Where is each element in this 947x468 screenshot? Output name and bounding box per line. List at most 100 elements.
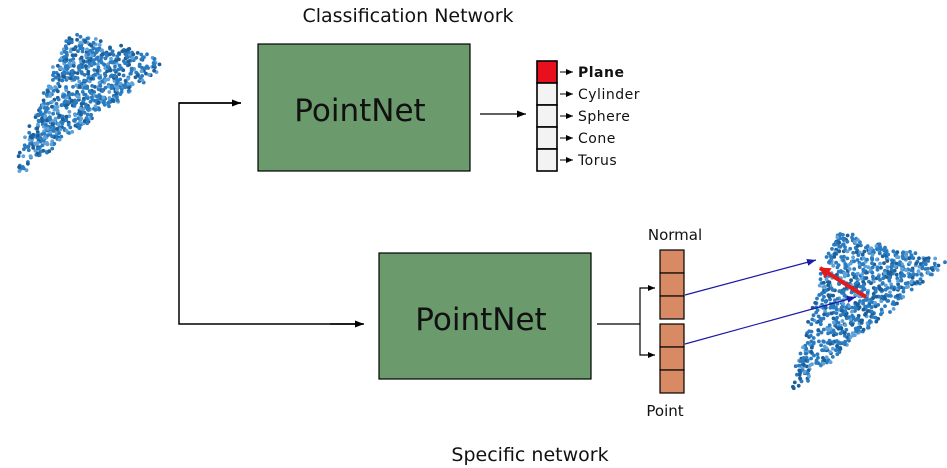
cloud-point xyxy=(46,101,50,106)
cloud-point xyxy=(861,267,866,272)
cloud-point xyxy=(103,73,108,77)
cloud-point xyxy=(827,295,832,299)
cloud-point xyxy=(854,250,859,255)
cloud-point xyxy=(876,316,881,321)
cloud-point xyxy=(900,251,905,255)
cloud-point xyxy=(837,289,842,294)
cloud-point xyxy=(838,245,843,249)
cloud-point xyxy=(827,280,832,285)
cloud-point xyxy=(809,356,813,361)
cloud-point xyxy=(96,62,100,67)
cloud-point xyxy=(892,268,897,273)
cloud-point xyxy=(817,283,822,288)
cloud-point xyxy=(54,75,59,80)
cloud-point xyxy=(831,333,836,337)
cloud-point xyxy=(807,374,811,379)
cloud-point xyxy=(48,117,52,121)
cloud-point xyxy=(63,44,68,49)
cloud-point xyxy=(831,293,835,298)
cloud-point xyxy=(127,62,131,67)
cloud-point xyxy=(827,338,832,343)
cloud-point xyxy=(864,276,869,280)
cloud-point xyxy=(874,244,879,248)
cloud-point xyxy=(59,134,64,139)
cloud-point xyxy=(918,277,923,282)
cloud-point xyxy=(54,101,59,106)
cloud-point xyxy=(75,94,80,99)
cloud-point xyxy=(127,47,132,51)
cloud-point xyxy=(126,59,131,64)
cloud-point xyxy=(855,329,859,334)
cloud-point xyxy=(42,135,47,140)
output-point-cloud xyxy=(791,232,947,391)
cloud-point xyxy=(888,290,892,295)
cloud-point xyxy=(63,103,68,108)
cloud-point xyxy=(78,34,83,39)
cloud-point xyxy=(883,283,888,288)
cloud-point xyxy=(64,118,69,123)
cloud-point xyxy=(838,313,843,318)
cloud-point xyxy=(23,135,27,140)
cloud-point xyxy=(797,372,802,377)
cloud-point xyxy=(837,282,841,286)
cloud-point xyxy=(67,114,72,118)
cloud-point xyxy=(50,134,54,139)
cloud-point xyxy=(83,92,88,97)
cloud-point xyxy=(846,332,851,337)
cloud-point xyxy=(810,317,815,322)
cloud-point xyxy=(64,114,69,119)
cloud-point xyxy=(906,284,910,289)
cloud-point xyxy=(844,305,849,310)
cloud-point xyxy=(86,76,91,80)
cloud-point xyxy=(883,245,887,250)
cloud-point xyxy=(66,100,71,104)
cloud-point xyxy=(798,351,803,356)
cloud-point xyxy=(100,52,105,57)
cloud-point xyxy=(831,316,836,321)
cloud-point xyxy=(889,285,894,290)
cloud-point xyxy=(813,301,818,305)
cloud-point xyxy=(871,292,876,296)
cloud-point xyxy=(81,59,86,63)
cloud-point xyxy=(853,309,857,313)
cloud-point xyxy=(64,88,69,93)
cloud-point xyxy=(95,94,99,99)
cloud-point xyxy=(870,253,875,257)
cloud-point xyxy=(62,71,67,76)
cloud-point xyxy=(913,251,918,256)
cloud-point xyxy=(97,43,102,47)
cloud-point xyxy=(121,59,126,63)
predicted-normal-arrow xyxy=(818,266,868,299)
cloud-point xyxy=(806,378,810,383)
cloud-point xyxy=(98,39,103,43)
cloud-point xyxy=(89,76,94,81)
cloud-point xyxy=(101,100,106,105)
cloud-point xyxy=(832,255,837,259)
cloud-point xyxy=(36,118,41,123)
cloud-point xyxy=(819,343,823,348)
cloud-point xyxy=(856,238,860,242)
cloud-point xyxy=(806,320,810,324)
cloud-point xyxy=(875,265,880,270)
cloud-point xyxy=(867,319,872,324)
cloud-point xyxy=(841,233,845,237)
class-label: Plane xyxy=(578,65,624,81)
cloud-point xyxy=(802,363,806,367)
cloud-point xyxy=(69,76,73,80)
cloud-point xyxy=(902,273,906,278)
cloud-point xyxy=(96,65,101,70)
cloud-point xyxy=(56,97,61,102)
cloud-point xyxy=(906,281,910,285)
cloud-point xyxy=(861,279,866,284)
cloud-point xyxy=(859,321,864,325)
cloud-point xyxy=(85,96,90,101)
cloud-point xyxy=(817,339,821,344)
cloud-point xyxy=(823,306,828,310)
cloud-point xyxy=(80,90,85,94)
cloud-point xyxy=(95,68,100,73)
cloud-point xyxy=(828,360,833,365)
cloud-point xyxy=(870,261,874,266)
cloud-point xyxy=(867,249,872,254)
cloud-point xyxy=(134,70,139,75)
cloud-point xyxy=(864,298,868,302)
